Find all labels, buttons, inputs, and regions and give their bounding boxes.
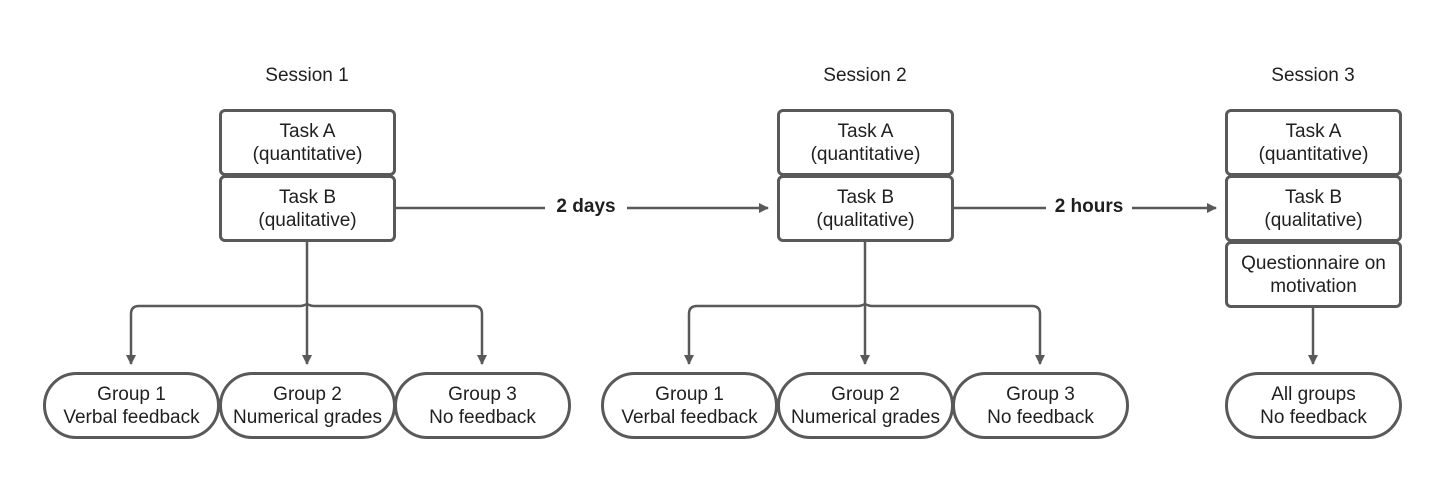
- questionnaire-label: Questionnaire on: [1241, 252, 1386, 274]
- session-1-task-a-box: Task A (quantitative): [219, 109, 396, 176]
- group-condition: Numerical grades: [791, 406, 940, 428]
- session-3-task-b-box: Task B (qualitative): [1225, 175, 1402, 242]
- session-2-group-1-pill: Group 1 Verbal feedback: [601, 372, 778, 439]
- session-1-title: Session 1: [265, 65, 349, 86]
- session-1-group-1-pill: Group 1 Verbal feedback: [43, 372, 220, 439]
- group-name: Group 1: [655, 383, 724, 405]
- task-type: (qualitative): [816, 209, 915, 231]
- task-label: Task A: [279, 120, 336, 142]
- session-2-title: Session 2: [823, 65, 907, 86]
- group-condition: No feedback: [1260, 406, 1367, 428]
- group-name: Group 2: [831, 383, 900, 405]
- task-type: (quantitative): [252, 143, 363, 165]
- session-1-task-b-box: Task B (qualitative): [219, 175, 396, 242]
- group-condition: No feedback: [429, 406, 536, 428]
- s1-branch-right: [306, 302, 487, 365]
- session-1-group-2-pill: Group 2 Numerical grades: [219, 372, 396, 439]
- s2-branch-left: [684, 302, 866, 365]
- group-name: Group 3: [1006, 383, 1075, 405]
- gap-label-2-hours: 2 hours: [1046, 196, 1132, 218]
- task-type: (quantitative): [1258, 143, 1369, 165]
- task-type: (qualitative): [1264, 209, 1363, 231]
- group-name: All groups: [1271, 383, 1356, 405]
- session-3-title: Session 3: [1271, 65, 1355, 86]
- task-label: Task B: [1284, 186, 1343, 208]
- session-2-group-3-pill: Group 3 No feedback: [952, 372, 1129, 439]
- group-condition: Verbal feedback: [621, 406, 758, 428]
- group-condition: Verbal feedback: [63, 406, 200, 428]
- s1-branch-left: [126, 302, 308, 365]
- session-3-questionnaire-box: Questionnaire on motivation: [1225, 241, 1402, 308]
- task-label: Task A: [837, 120, 894, 142]
- s2-branch-right: [864, 302, 1045, 365]
- gap-label-2-days: 2 days: [545, 196, 627, 218]
- session-2-group-2-pill: Group 2 Numerical grades: [777, 372, 954, 439]
- group-name: Group 2: [273, 383, 342, 405]
- group-condition: Numerical grades: [233, 406, 382, 428]
- task-label: Task B: [278, 186, 337, 208]
- group-name: Group 3: [448, 383, 517, 405]
- group-name: Group 1: [97, 383, 166, 405]
- session-2-task-b-box: Task B (qualitative): [777, 175, 954, 242]
- session-2-task-a-box: Task A (quantitative): [777, 109, 954, 176]
- session-3-all-groups-pill: All groups No feedback: [1225, 372, 1402, 439]
- task-type: (quantitative): [810, 143, 921, 165]
- task-label: Task A: [1285, 120, 1342, 142]
- group-condition: No feedback: [987, 406, 1094, 428]
- questionnaire-topic: motivation: [1270, 275, 1357, 297]
- session-1-group-3-pill: Group 3 No feedback: [394, 372, 571, 439]
- session-3-task-a-box: Task A (quantitative): [1225, 109, 1402, 176]
- task-label: Task B: [836, 186, 895, 208]
- task-type: (qualitative): [258, 209, 357, 231]
